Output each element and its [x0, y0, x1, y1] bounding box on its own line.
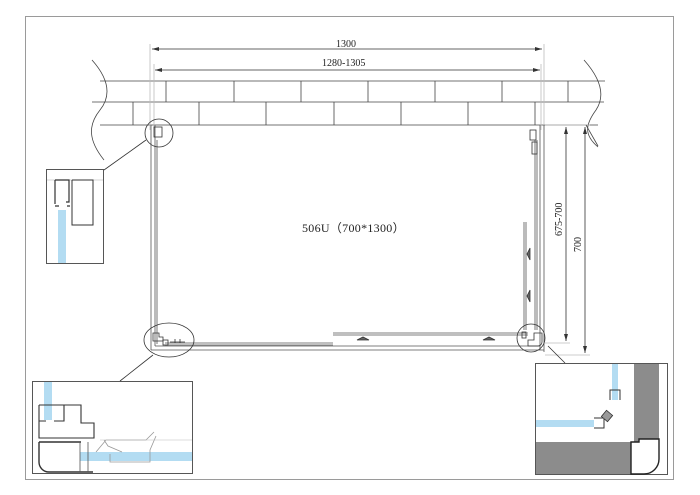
brick-wall: [91, 59, 605, 161]
drawing-frame: [25, 16, 674, 480]
callout-top-left: [103, 118, 174, 171]
dimension-height: [545, 124, 599, 356]
dimension-width-adjustable: [153, 64, 542, 130]
dimension-width-overall: [149, 44, 545, 130]
enclosure-outline: [150, 125, 545, 352]
dimension-adjustable-width-label: 1280-1305: [322, 58, 366, 69]
model-label: 506U（700*1300）: [302, 221, 405, 235]
dimension-adjustable-height-label: 675-700: [554, 202, 565, 236]
detail-top-left: [46, 169, 104, 264]
callout-bottom-left: [119, 322, 195, 382]
dimension-overall-width-label: 1300: [336, 39, 356, 50]
callout-bottom-right: [516, 323, 566, 364]
door-rollers: [356, 129, 538, 341]
detail-bottom-left: [32, 381, 193, 474]
dimension-overall-height-label: 700: [573, 237, 584, 252]
detail-bottom-right: [535, 363, 668, 475]
